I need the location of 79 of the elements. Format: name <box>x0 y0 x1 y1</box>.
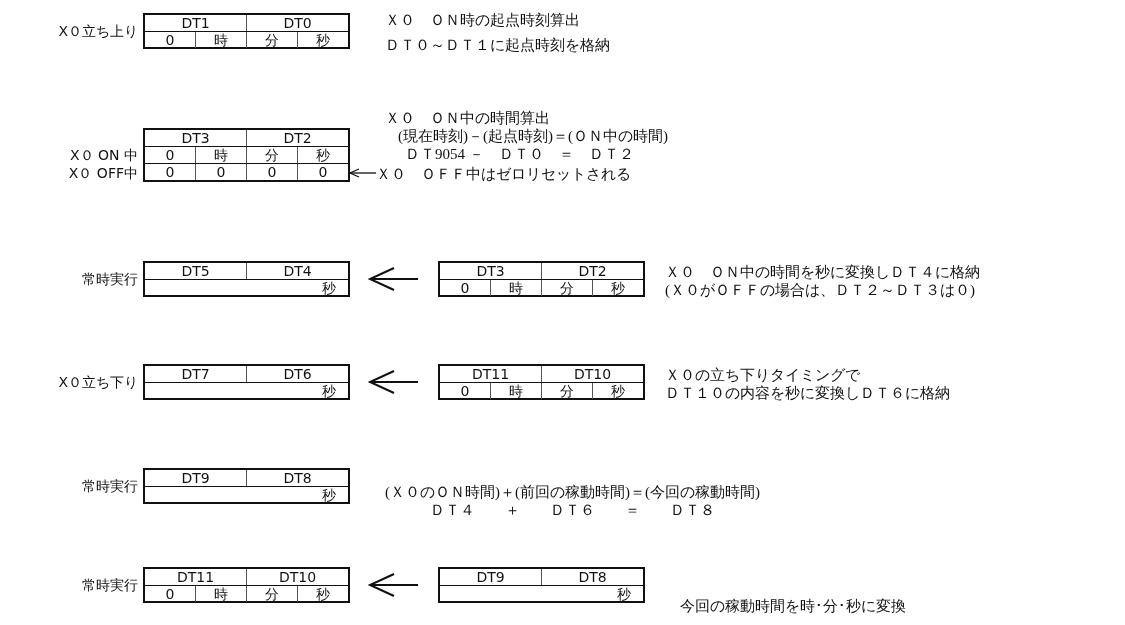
row-label: X０立ち上り <box>58 23 138 39</box>
time-unit: 時 <box>490 280 541 296</box>
row-label: X０立ち下り <box>58 374 138 390</box>
register-name: DT1 <box>180 15 211 31</box>
register-name: DT10 <box>246 569 348 585</box>
register-name: DT3 <box>475 263 506 279</box>
time-unit: 秒 <box>321 487 337 503</box>
register-name: DT2 <box>246 130 348 146</box>
transfer-arrow <box>369 370 419 394</box>
register-table <box>143 13 350 49</box>
register-name: DT7 <box>180 366 211 382</box>
register-name: DT3 <box>180 130 211 146</box>
time-unit: 0 <box>164 147 176 163</box>
time-unit: 秒 <box>616 586 632 602</box>
register-name: DT4 <box>246 263 348 279</box>
time-unit: 秒 <box>321 383 337 399</box>
time-unit: 時 <box>195 586 246 602</box>
time-unit: 秒 <box>592 383 643 399</box>
transfer-arrow <box>369 267 419 291</box>
register-name: DT11 <box>175 569 216 585</box>
description-text: (現在時刻)－(起点時刻)＝(ＯＮ中の時間) <box>398 128 668 145</box>
time-unit: 0 <box>195 164 246 180</box>
row-label: X０ ON 中 <box>70 147 138 163</box>
description-text: ＤＴ１０の内容を秒に変換しＤＴ６に格納 <box>665 385 950 402</box>
time-unit: 0 <box>246 164 297 180</box>
register-name: DT9 <box>180 470 211 486</box>
time-unit: 分 <box>246 147 297 163</box>
row-label: X０ OFF中 <box>68 165 138 181</box>
register-table <box>438 261 645 297</box>
time-unit: 0 <box>164 164 176 180</box>
time-unit: 0 <box>164 586 176 602</box>
register-name: DT5 <box>180 263 211 279</box>
register-name: DT2 <box>541 263 643 279</box>
register-table <box>143 261 350 297</box>
time-unit: 時 <box>195 32 246 48</box>
description-text: Ｘ０ ＯＮ中の時間を秒に変換しＤＴ４に格納 <box>665 264 980 281</box>
description-text: 今回の稼動時間を時･分･秒に変換 <box>680 598 906 615</box>
register-name: DT11 <box>470 366 511 382</box>
transfer-arrow <box>369 573 419 597</box>
register-name: DT6 <box>246 366 348 382</box>
row-label: 常時実行 <box>82 478 138 494</box>
register-name: DT8 <box>246 470 348 486</box>
description-text: ＤＴ9054 － ＤＴ０ ＝ ＤＴ２ <box>405 146 634 163</box>
time-unit: 分 <box>541 383 592 399</box>
time-unit: 0 <box>297 164 348 180</box>
time-unit: 秒 <box>297 586 348 602</box>
time-unit: 分 <box>246 32 297 48</box>
time-unit: 秒 <box>592 280 643 296</box>
time-unit: 秒 <box>297 147 348 163</box>
note-text: Ｘ０ ＯＦＦ中はゼロリセットされる <box>376 166 631 183</box>
time-unit: 秒 <box>321 280 337 296</box>
register-name: DT9 <box>475 569 506 585</box>
description-text: (Ｘ０がＯＦＦの場合は、ＤＴ２～ＤＴ３は０) <box>665 282 975 299</box>
leader-arrow <box>349 168 377 178</box>
time-unit: 時 <box>490 383 541 399</box>
register-name: DT0 <box>246 15 348 31</box>
description-text: ＤＴ４ ＋ ＤＴ６ ＝ ＤＴ８ <box>430 502 715 519</box>
time-unit: 秒 <box>297 32 348 48</box>
register-table <box>438 567 645 603</box>
description-text: Ｘ０ ＯＮ中の時間算出 <box>385 110 550 127</box>
register-name: DT8 <box>541 569 643 585</box>
time-unit: 時 <box>195 147 246 163</box>
register-table <box>438 364 645 400</box>
register-table <box>143 128 350 182</box>
register-table <box>143 468 350 504</box>
time-unit: 分 <box>246 586 297 602</box>
time-unit: 分 <box>541 280 592 296</box>
description-text: (Ｘ０のＯＮ時間)＋(前回の稼動時間)＝(今回の稼動時間) <box>385 484 760 501</box>
row-label: 常時実行 <box>82 271 138 287</box>
register-table <box>143 567 350 603</box>
register-table <box>143 364 350 400</box>
description-text: Ｘ０の立ち下りタイミングで <box>665 367 860 384</box>
description-text: ＤＴ０～ＤＴ１に起点時刻を格納 <box>385 37 610 54</box>
time-unit: 0 <box>164 32 176 48</box>
time-unit: 0 <box>459 280 471 296</box>
time-unit: 0 <box>459 383 471 399</box>
row-label: 常時実行 <box>82 577 138 593</box>
description-text: Ｘ０ ＯＮ時の起点時刻算出 <box>385 12 580 29</box>
register-name: DT10 <box>541 366 643 382</box>
